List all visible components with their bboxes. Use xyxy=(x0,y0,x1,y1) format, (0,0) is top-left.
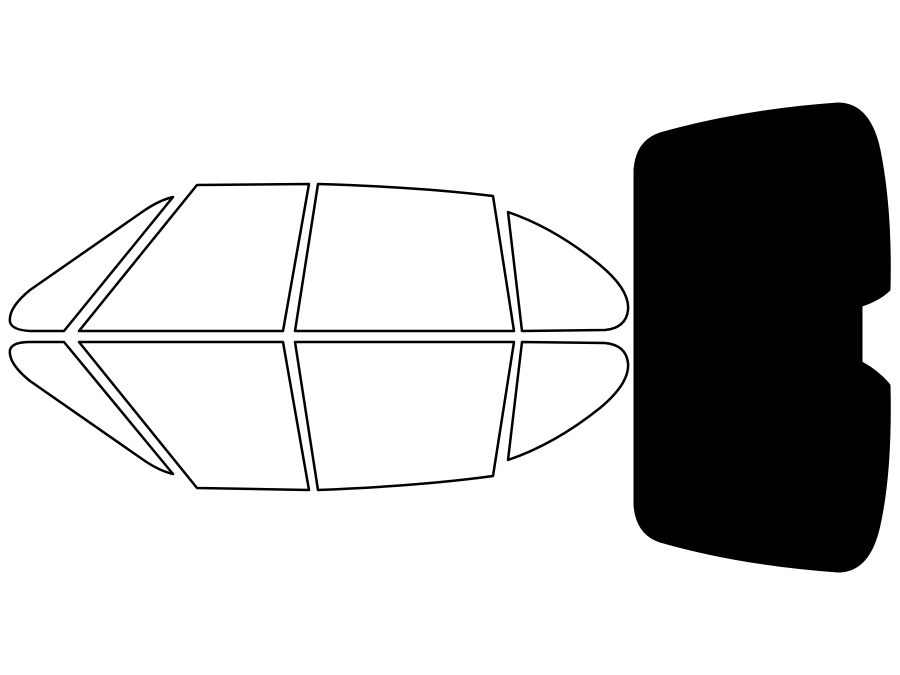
rear-windshield xyxy=(633,102,891,573)
right-front-quarter-window xyxy=(8,340,175,476)
left-rear-quarter-window xyxy=(506,210,630,333)
left-front-quarter-window xyxy=(8,195,175,333)
right-rear-quarter-window xyxy=(506,340,630,462)
right-front-door-window xyxy=(77,340,311,492)
right-rear-door-window xyxy=(293,340,516,492)
left-front-door-window xyxy=(77,182,311,333)
left-rear-door-window xyxy=(293,182,516,333)
